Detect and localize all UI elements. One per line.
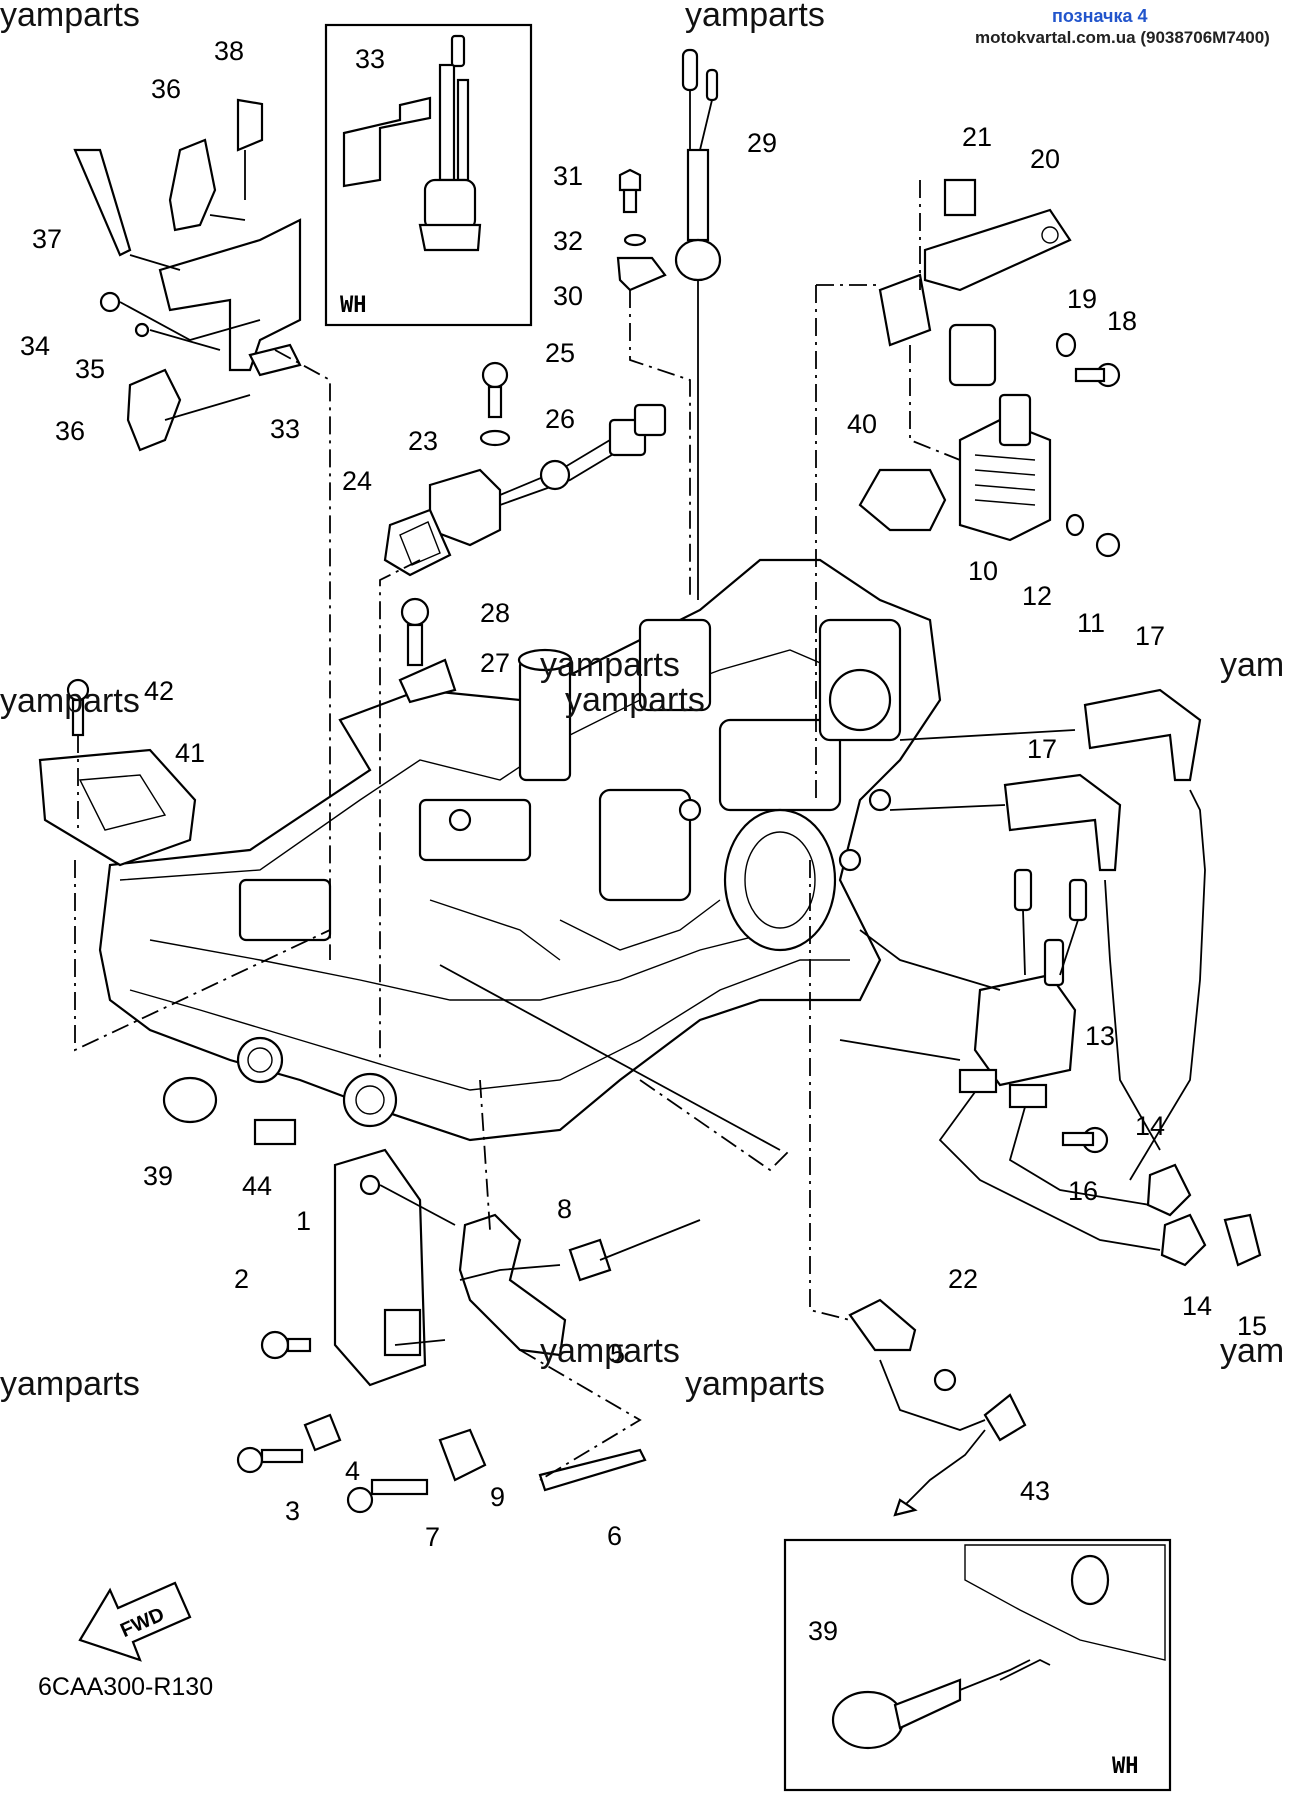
engine-block (98, 558, 942, 1142)
callout-1: 1 (296, 1206, 311, 1236)
watermark: yamparts (0, 1365, 140, 1403)
leader-lines (74, 180, 1076, 1481)
callout-26: 26 (545, 404, 575, 434)
diagram-code: 6CAA300-R130 (38, 1673, 213, 1701)
callout-5: 5 (610, 1339, 625, 1369)
callout-37: 37 (32, 224, 62, 254)
callout-3: 3 (285, 1496, 300, 1526)
callout-12: 12 (1022, 581, 1052, 611)
fwd-arrow-icon: FWD (78, 1581, 192, 1662)
watermark: yamparts (540, 646, 680, 684)
callout-41: 41 (175, 738, 205, 768)
watermark: yamparts (685, 1365, 825, 1403)
watermark: yam (1220, 1332, 1284, 1370)
callout-2: 2 (234, 1264, 249, 1294)
inset-top-wh-label: WH (340, 293, 367, 318)
watermarks: yamparts yamparts yamparts yamparts yamp… (0, 0, 1284, 1403)
callout-40: 40 (847, 409, 877, 439)
callout-17-mid: 17 (1027, 734, 1057, 764)
inset-bottom (783, 1538, 1172, 1792)
callout-43: 43 (1020, 1476, 1050, 1506)
callout-25: 25 (545, 338, 575, 368)
callout-18: 18 (1107, 306, 1137, 336)
inset-bottom-wh-label: WH (1112, 1754, 1139, 1779)
watermark: yamparts (565, 681, 705, 719)
callout-36-top: 36 (151, 74, 181, 104)
callout-22: 22 (948, 1264, 978, 1294)
inset-top (324, 23, 533, 327)
callout-44: 44 (242, 1171, 272, 1201)
callout-33: 33 (270, 414, 300, 444)
callout-21: 21 (962, 122, 992, 152)
callout-14-lower: 14 (1182, 1291, 1212, 1321)
callout-38: 38 (214, 36, 244, 66)
header-label-link[interactable]: позначка 4 (1052, 6, 1148, 26)
callout-28: 28 (480, 598, 510, 628)
callout-9: 9 (490, 1482, 505, 1512)
callout-30: 30 (553, 281, 583, 311)
callout-32: 32 (553, 226, 583, 256)
watermark: yam (1220, 646, 1284, 684)
callout-14-upper: 14 (1135, 1111, 1165, 1141)
callout-17-top: 17 (1135, 621, 1165, 651)
watermark: yamparts (0, 682, 140, 720)
watermark: yamparts (0, 0, 140, 34)
bracket-assembly (73, 98, 302, 452)
callout-23: 23 (408, 426, 438, 456)
callout-4: 4 (345, 1456, 360, 1486)
callout-8: 8 (557, 1194, 572, 1224)
callout-31: 31 (553, 161, 583, 191)
inset-top-callout-33: 33 (355, 44, 385, 74)
watermark: yamparts (685, 0, 825, 34)
callout-34: 34 (20, 331, 50, 361)
watermark: yamparts (540, 1332, 680, 1370)
callout-24: 24 (342, 466, 372, 496)
callout-35: 35 (75, 354, 105, 384)
callout-numbers: 38 36 37 34 35 36 33 31 32 30 29 25 26 2… (20, 36, 1267, 1646)
small-parts (38, 48, 1262, 1517)
callout-27: 27 (480, 648, 510, 678)
callout-13: 13 (1085, 1021, 1115, 1051)
callout-16: 16 (1068, 1176, 1098, 1206)
callout-6: 6 (607, 1521, 622, 1551)
callout-42: 42 (144, 676, 174, 706)
callout-15: 15 (1237, 1311, 1267, 1341)
callout-11: 11 (1077, 608, 1105, 638)
callout-39: 39 (143, 1161, 173, 1191)
callout-20: 20 (1030, 144, 1060, 174)
callout-36-bottom: 36 (55, 416, 85, 446)
callout-10: 10 (968, 556, 998, 586)
inset-bottom-callout-39: 39 (808, 1616, 838, 1646)
callout-7: 7 (425, 1522, 440, 1552)
callout-29: 29 (747, 128, 777, 158)
header-site-reference: motokvartal.com.ua (9038706M7400) (975, 28, 1270, 47)
callout-19: 19 (1067, 284, 1097, 314)
